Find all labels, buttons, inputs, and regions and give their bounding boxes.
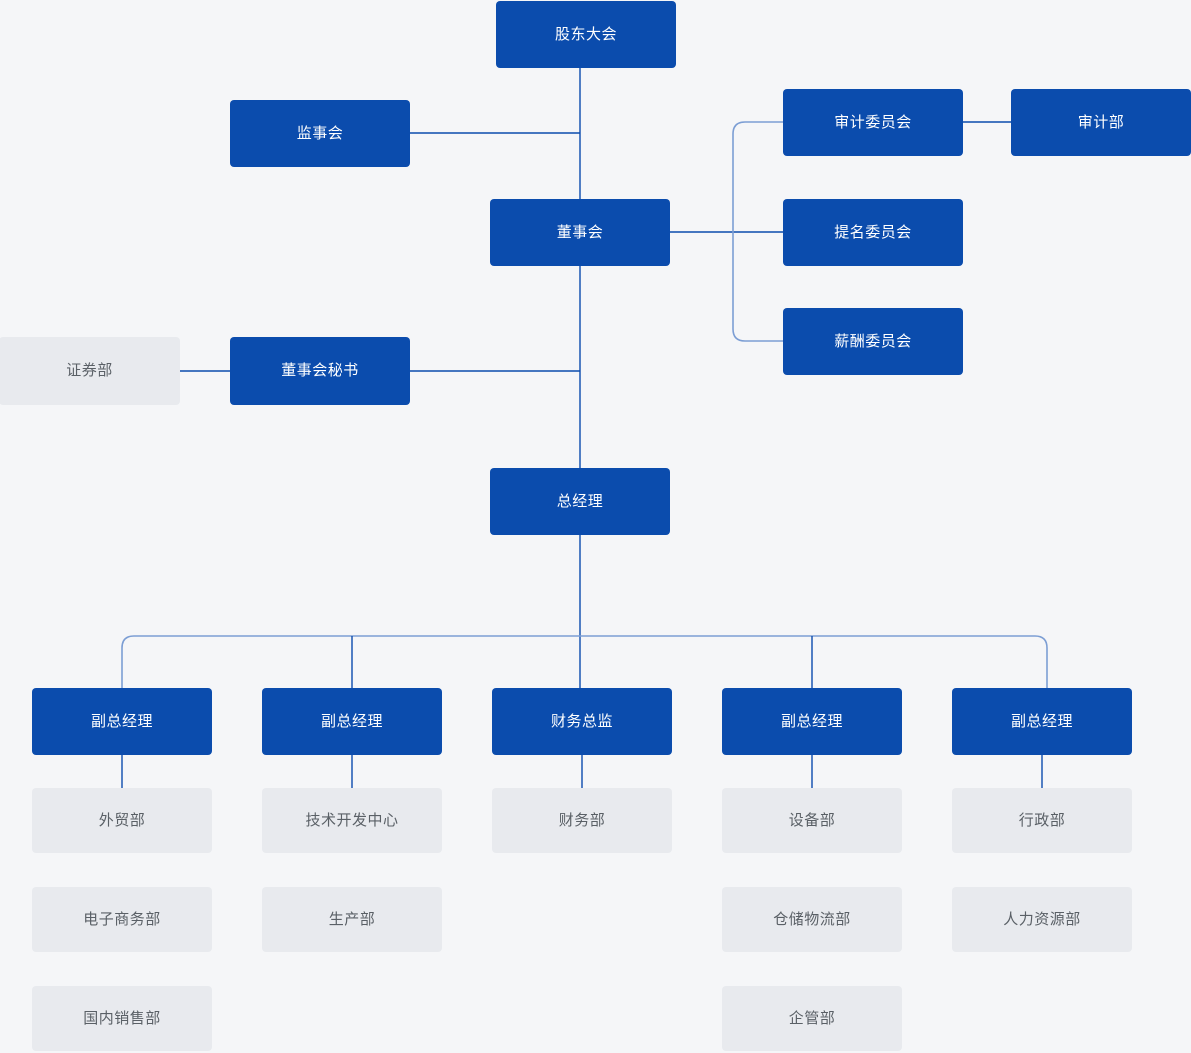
org-node-label: 副总经理 — [320, 712, 383, 730]
org-node-label: 股东大会 — [554, 25, 617, 43]
org-node-label: 人力资源部 — [1003, 910, 1081, 928]
org-node-domestic-sales[interactable]: 国内销售部 — [32, 986, 212, 1051]
org-node-label: 总经理 — [556, 492, 604, 510]
org-node-enterprise-mgmt[interactable]: 企管部 — [722, 986, 902, 1051]
org-node-label: 外贸部 — [98, 811, 146, 829]
org-node-label: 副总经理 — [780, 712, 843, 730]
org-node-administration[interactable]: 行政部 — [952, 788, 1132, 853]
org-node-securities-dept[interactable]: 证券部 — [0, 337, 180, 405]
org-node-label: 董事会秘书 — [281, 362, 359, 379]
org-node-tech-rnd[interactable]: 技术开发中心 — [262, 788, 442, 853]
org-node-equipment[interactable]: 设备部 — [722, 788, 902, 853]
org-node-label: 薪酬委员会 — [834, 332, 912, 350]
org-node-label: 国内销售部 — [83, 1009, 161, 1027]
org-node-foreign-trade[interactable]: 外贸部 — [32, 788, 212, 853]
org-node-general-manager[interactable]: 总经理 — [490, 468, 670, 535]
org-node-vp-2[interactable]: 副总经理 — [262, 688, 442, 755]
org-node-label: 审计部 — [1077, 113, 1125, 131]
org-node-label: 副总经理 — [1010, 712, 1073, 730]
org-node-warehouse[interactable]: 仓储物流部 — [722, 887, 902, 952]
org-node-label: 审计委员会 — [834, 113, 912, 131]
org-node-ecommerce[interactable]: 电子商务部 — [32, 887, 212, 952]
org-node-vp-1[interactable]: 副总经理 — [32, 688, 212, 755]
org-node-board-secretary[interactable]: 董事会秘书 — [230, 337, 410, 405]
connector-committee-bracket — [732, 121, 783, 342]
org-node-label: 技术开发中心 — [305, 811, 399, 829]
org-node-label: 财务总监 — [550, 712, 613, 730]
connector-vp-rail — [121, 635, 1048, 688]
org-node-vp-5[interactable]: 副总经理 — [952, 688, 1132, 755]
org-node-label: 董事会 — [556, 223, 604, 241]
org-node-audit-committee[interactable]: 审计委员会 — [783, 89, 963, 156]
org-node-label: 行政部 — [1018, 811, 1066, 829]
org-node-label: 电子商务部 — [83, 910, 161, 928]
org-node-label: 企管部 — [788, 1009, 836, 1027]
org-node-board[interactable]: 董事会 — [490, 199, 670, 266]
org-node-label: 生产部 — [328, 910, 376, 928]
org-node-label: 证券部 — [66, 362, 113, 379]
org-node-vp-4[interactable]: 副总经理 — [722, 688, 902, 755]
org-node-label: 仓储物流部 — [773, 910, 851, 928]
org-node-human-resources[interactable]: 人力资源部 — [952, 887, 1132, 952]
org-node-label: 财务部 — [558, 811, 606, 829]
org-node-finance-dept[interactable]: 财务部 — [492, 788, 672, 853]
org-node-shareholders[interactable]: 股东大会 — [496, 1, 676, 68]
org-node-audit-dept[interactable]: 审计部 — [1011, 89, 1191, 156]
org-node-label: 设备部 — [788, 811, 836, 829]
org-node-label: 监事会 — [296, 124, 344, 142]
org-node-supervisory[interactable]: 监事会 — [230, 100, 410, 167]
org-node-compensation[interactable]: 薪酬委员会 — [783, 308, 963, 375]
org-node-nomination[interactable]: 提名委员会 — [783, 199, 963, 266]
org-node-production[interactable]: 生产部 — [262, 887, 442, 952]
org-node-cfo[interactable]: 财务总监 — [492, 688, 672, 755]
org-node-label: 提名委员会 — [834, 223, 912, 241]
org-node-label: 副总经理 — [90, 712, 153, 730]
